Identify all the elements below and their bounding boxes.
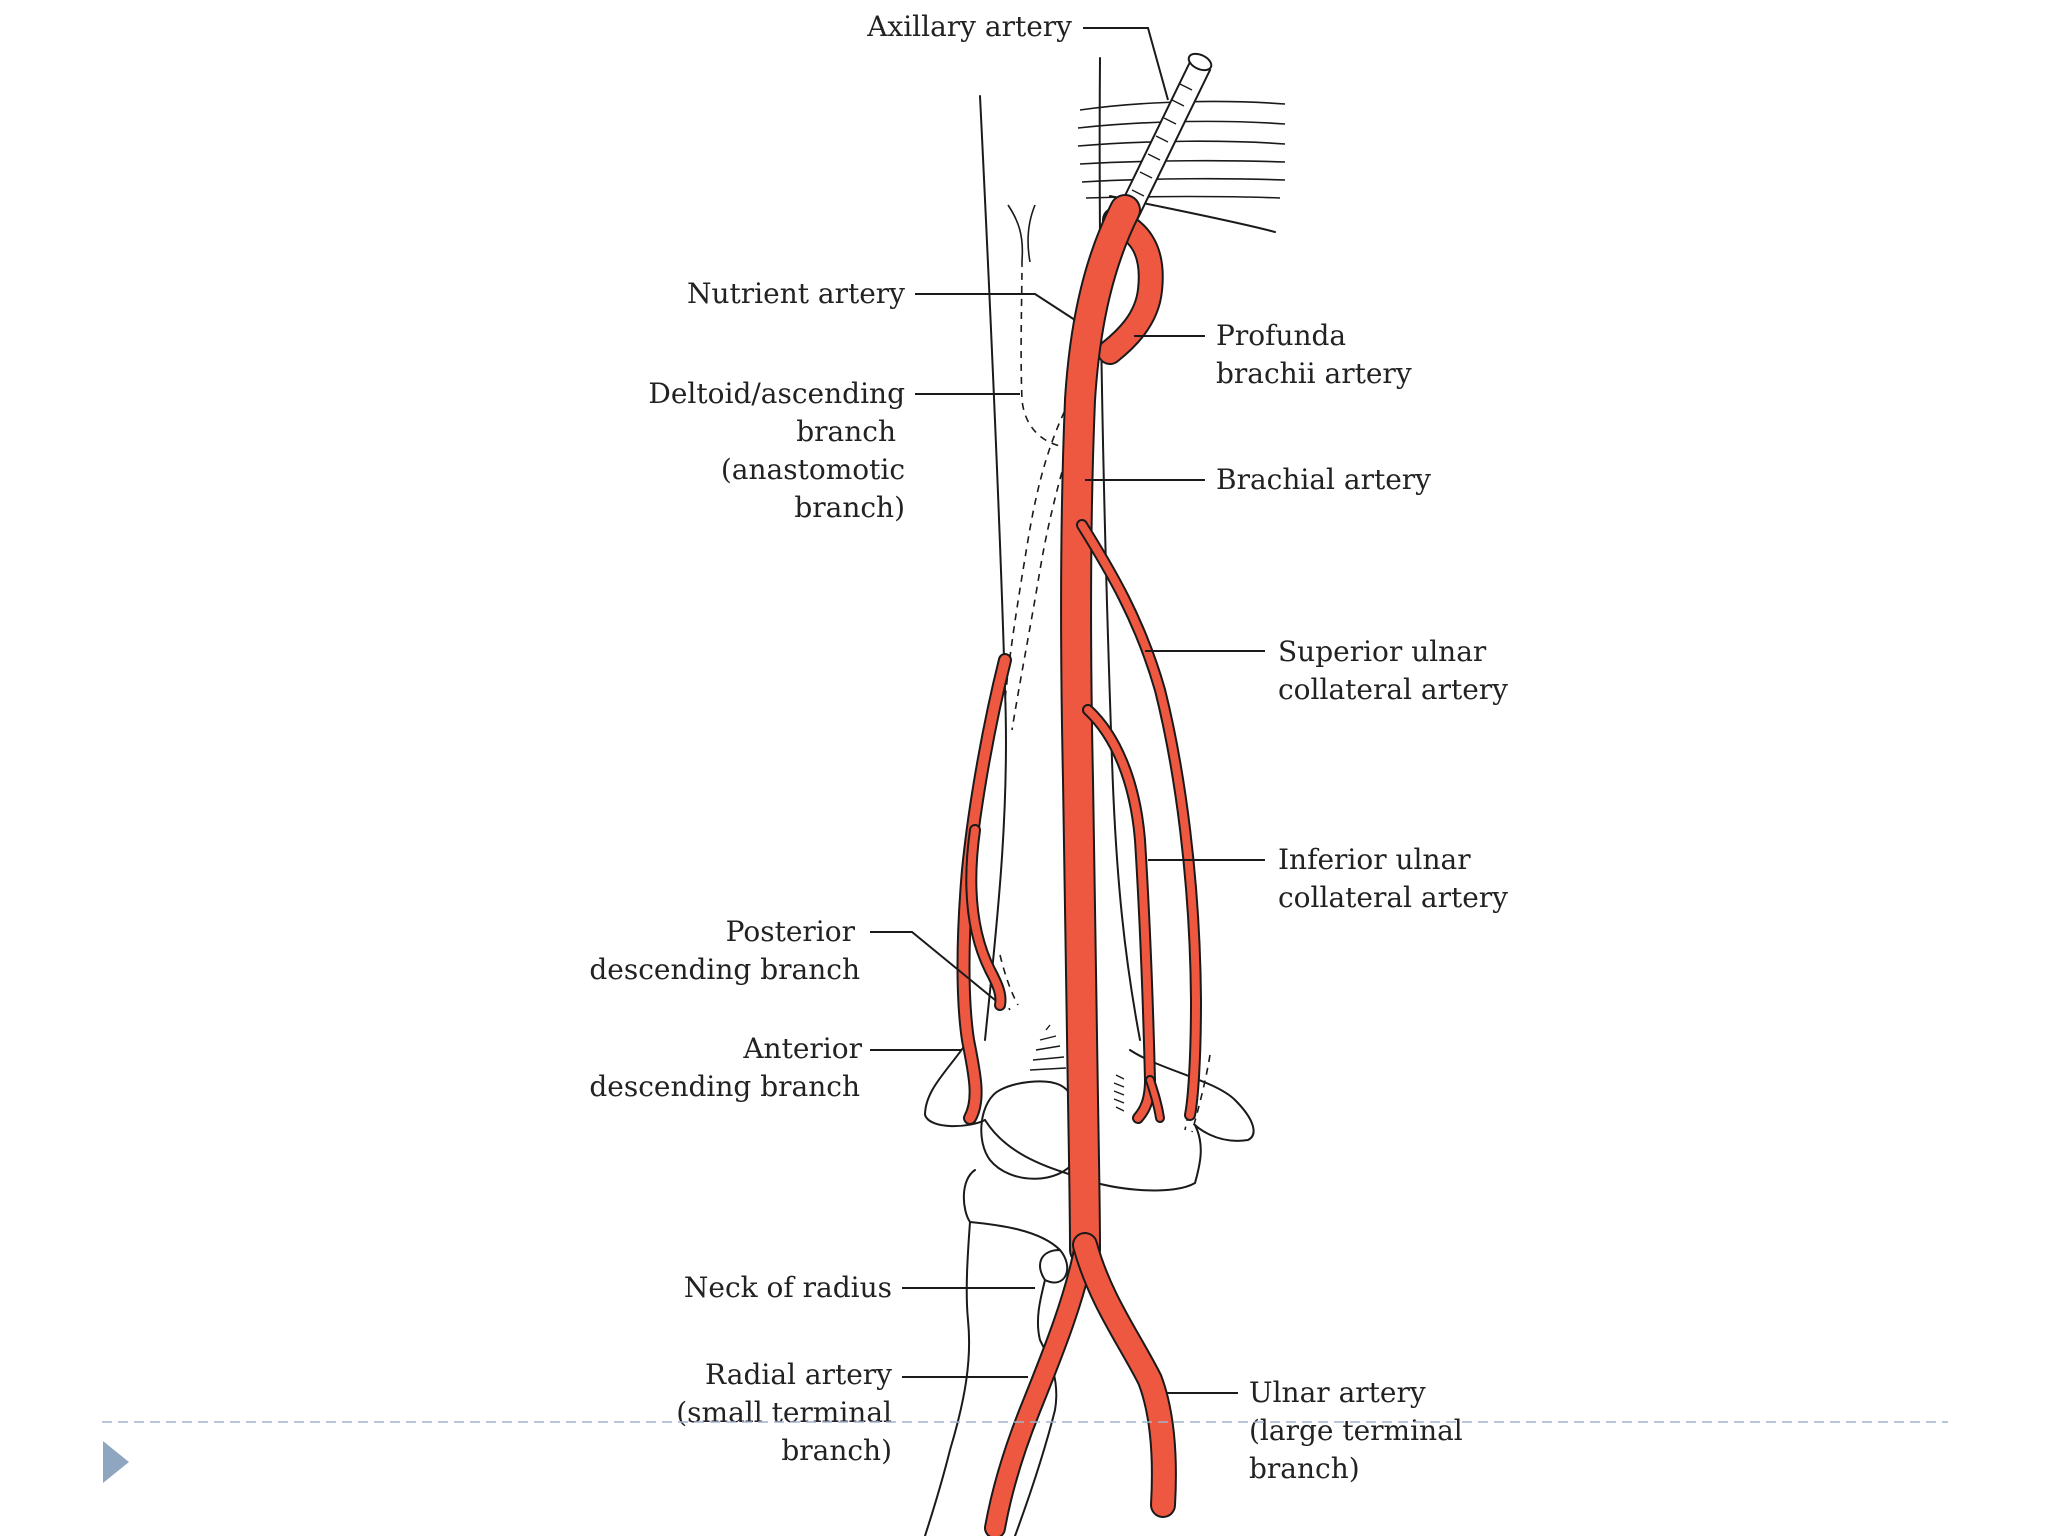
- label-posterior-line1: Posterior: [726, 915, 856, 948]
- label-brachial-artery: Brachial artery: [1216, 463, 1431, 496]
- label-inferior-line2: collateral artery: [1278, 881, 1508, 914]
- label-deltoid-line1: Deltoid/ascending: [648, 377, 905, 410]
- label-neck-of-radius: Neck of radius: [684, 1271, 892, 1304]
- label-radial-line1: Radial artery: [705, 1358, 892, 1391]
- label-anterior-line1: Anterior: [742, 1032, 862, 1065]
- arteries: [956, 194, 1202, 1536]
- label-deltoid-line3: (anastomotic: [721, 453, 905, 486]
- label-superior-line2: collateral artery: [1278, 673, 1508, 706]
- axillary-stub: [1116, 52, 1213, 220]
- superior-ulnar-collateral-artery: [1078, 521, 1200, 1119]
- label-profunda-line2: brachii artery: [1216, 357, 1412, 390]
- radial-artery: [986, 1236, 1094, 1536]
- label-axillary-artery: Axillary artery: [866, 10, 1072, 43]
- label-radial-line3: branch): [781, 1434, 892, 1467]
- radius-outline: [924, 1169, 1069, 1536]
- brachial-artery: [1061, 196, 1139, 1264]
- deltoid-dashed-branches: [989, 259, 1211, 1133]
- label-posterior-line2: descending branch: [589, 953, 860, 986]
- label-ulnar-line3: branch): [1249, 1452, 1360, 1485]
- leader-lines: [870, 27, 1265, 1394]
- label-radial-line2: (small terminal: [676, 1396, 892, 1429]
- label-profunda-line1: Profunda: [1216, 319, 1346, 352]
- label-deltoid-line4: branch): [794, 491, 905, 524]
- posterior-descending-branch: [967, 826, 1005, 1009]
- ulnar-artery: [1074, 1234, 1175, 1516]
- triangle-bullet-icon: [103, 1441, 129, 1483]
- label-inferior-line1: Inferior ulnar: [1278, 843, 1471, 876]
- label-anterior-line2: descending branch: [589, 1070, 860, 1103]
- labels: Axillary artery Nutrient artery Profunda…: [589, 10, 1508, 1485]
- label-ulnar-line2: (large terminal: [1249, 1414, 1463, 1447]
- label-ulnar-line1: Ulnar artery: [1249, 1376, 1426, 1409]
- anterior-descending-branch: [958, 655, 1010, 1123]
- label-nutrient-artery: Nutrient artery: [687, 277, 905, 310]
- label-superior-line1: Superior ulnar: [1278, 635, 1487, 668]
- label-deltoid-line2: branch: [796, 415, 896, 448]
